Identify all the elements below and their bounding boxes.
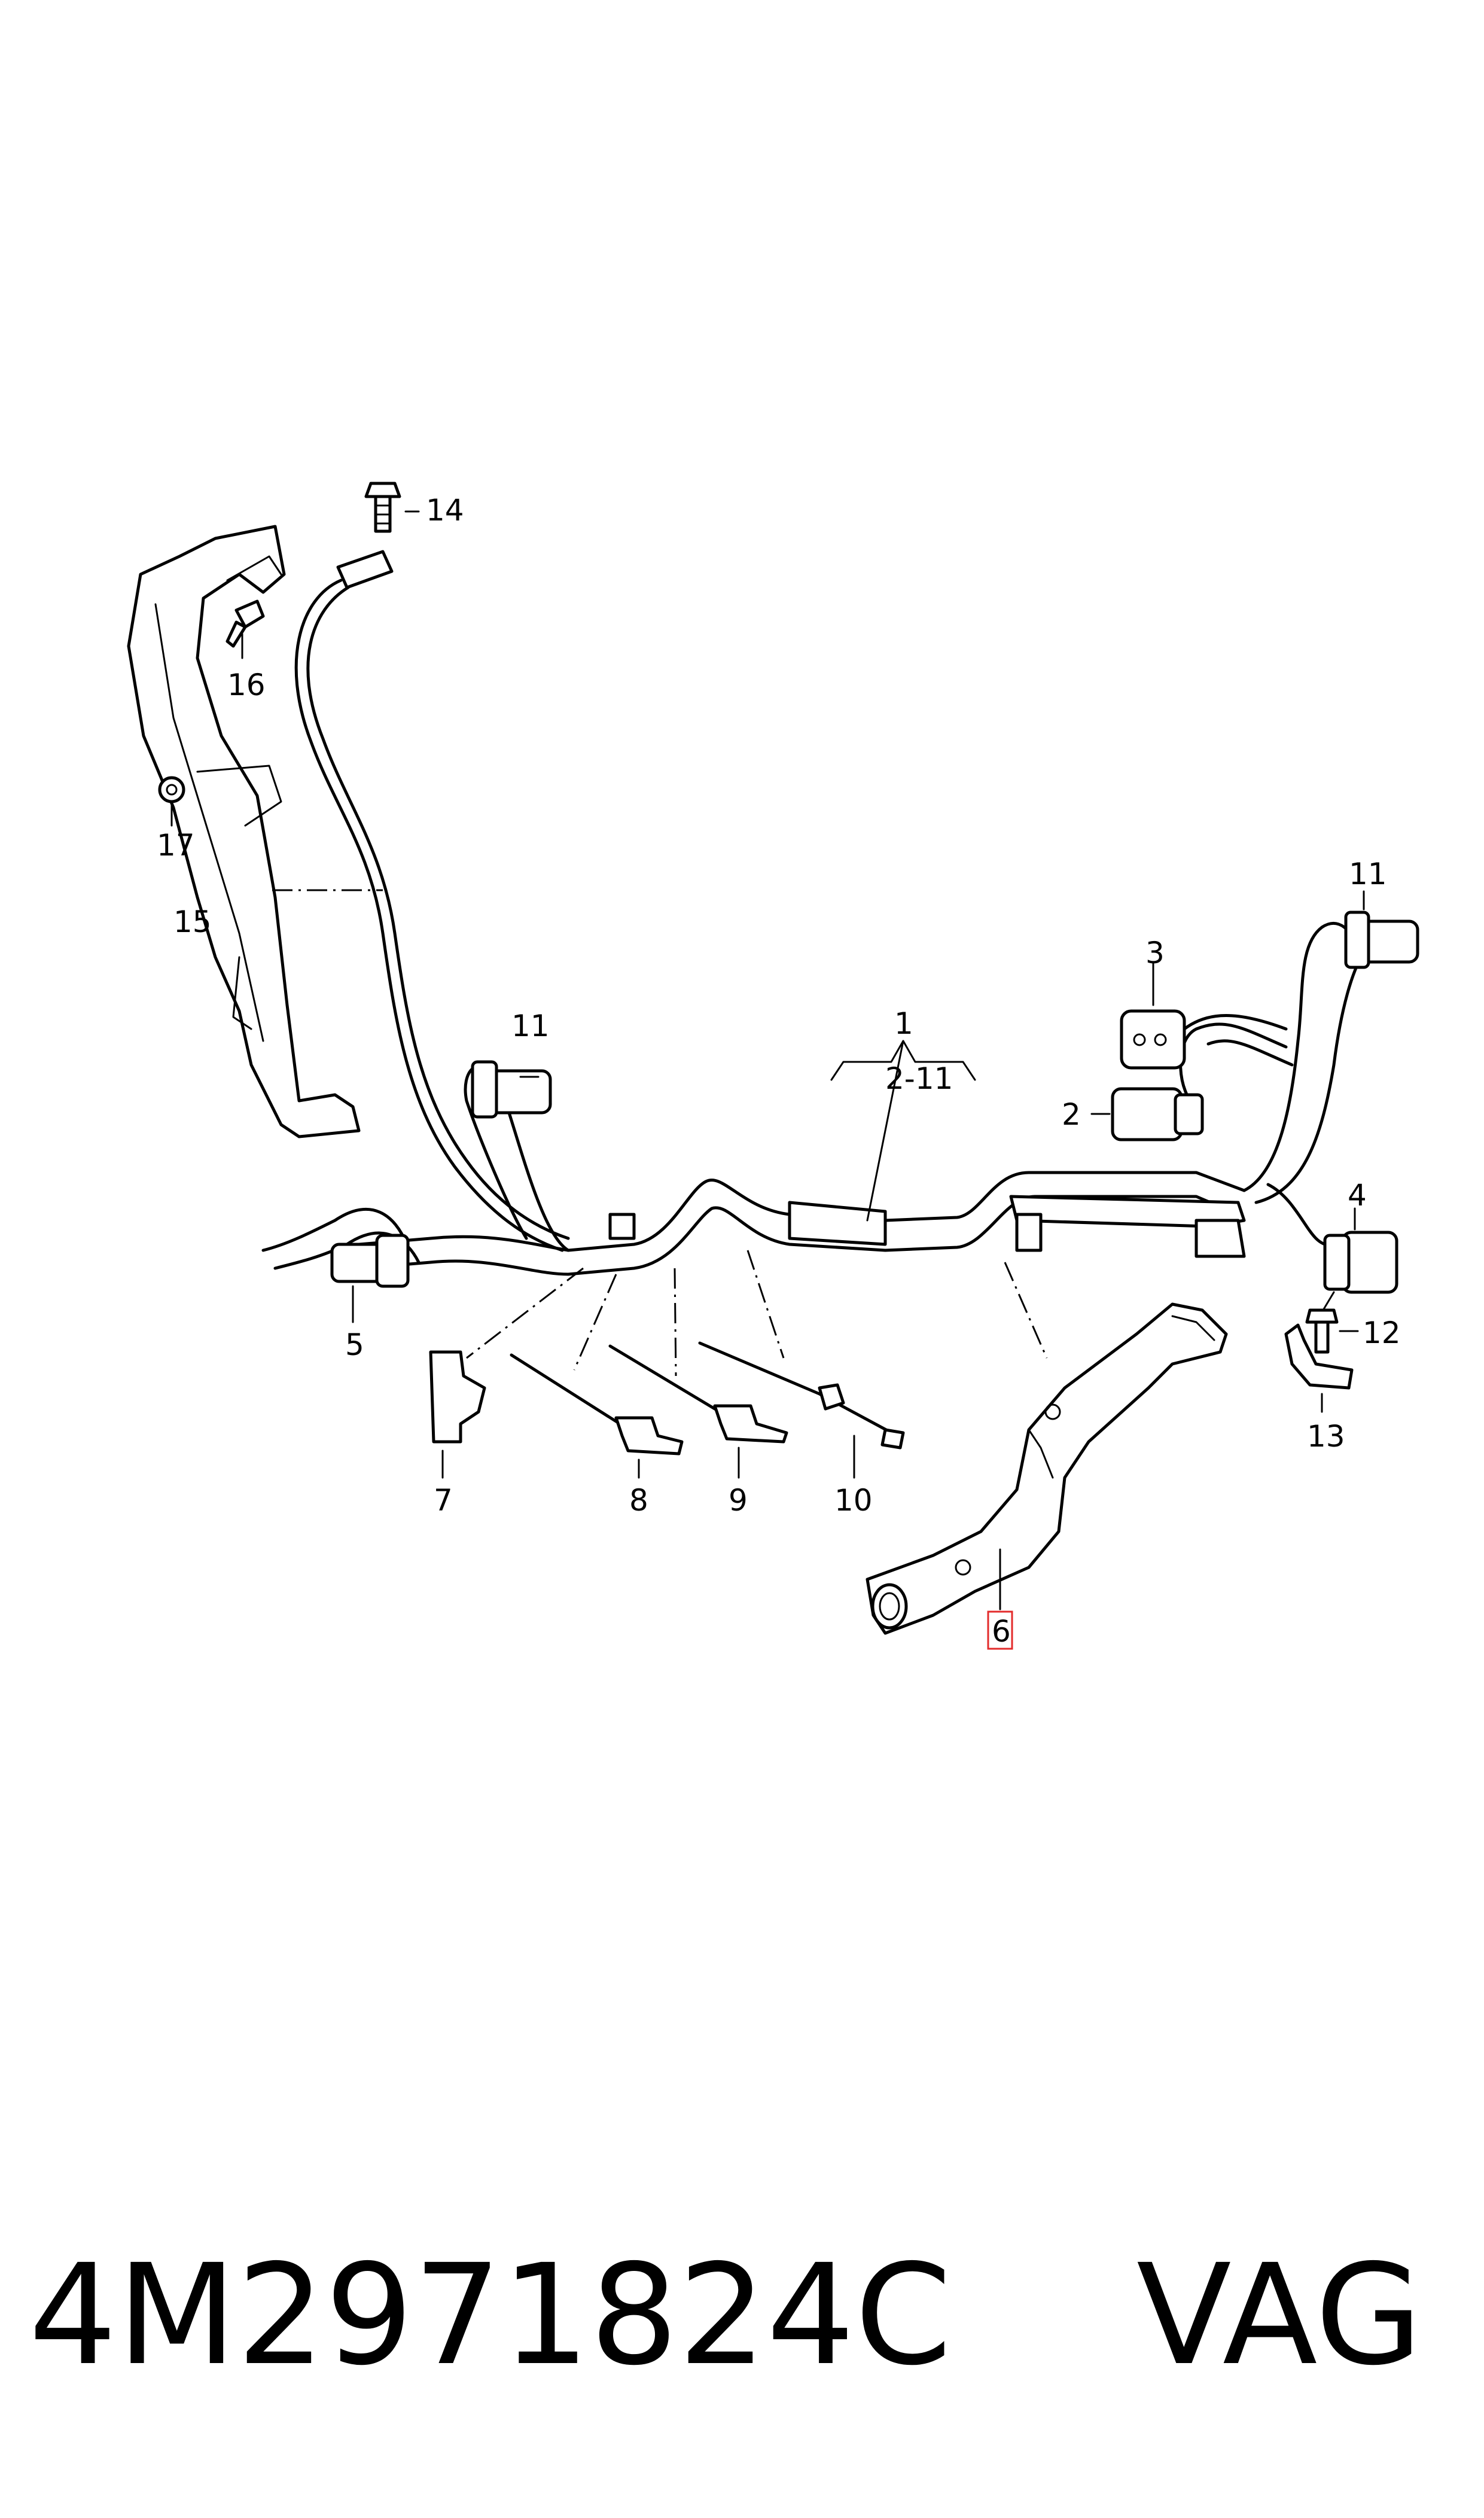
bolt-part-14: [364, 482, 420, 533]
cover-part-6: [866, 1302, 1228, 1635]
main-harness-part-1: [261, 1064, 1246, 1276]
callout-13: 13: [1307, 1419, 1345, 1454]
callout-8: 8: [629, 1483, 648, 1518]
callout-bracket-1: [830, 1040, 976, 1222]
callout-16: 16: [227, 668, 266, 702]
cable-tie-part-10: [698, 1341, 905, 1479]
callout-3: 3: [1145, 936, 1165, 970]
callout-15: 15: [173, 905, 212, 939]
cable-tie-part-8: [510, 1353, 684, 1479]
callout-5: 5: [345, 1327, 364, 1362]
callout-6-highlight: [987, 1610, 1013, 1650]
leader-9: [674, 1268, 677, 1377]
leader-7: [466, 1267, 584, 1359]
clip-part-7: [429, 1350, 486, 1479]
harness-branch-upper: [294, 550, 570, 1252]
connector-part-11-right: [1344, 890, 1419, 969]
leader-10: [746, 1250, 785, 1359]
callout-6: 6: [992, 1614, 1011, 1649]
callout-7: 7: [434, 1483, 453, 1518]
callout-11-right: 11: [1349, 857, 1387, 891]
harness-branch-right: [1179, 922, 1372, 1247]
nut-part-17: [158, 776, 185, 827]
callout-10: 10: [834, 1483, 873, 1518]
brand-name: VAG: [1136, 2234, 1423, 2396]
connector-part-5: [330, 1234, 410, 1323]
bracket-part-15: [127, 525, 361, 1138]
bracket-part-13: [1284, 1323, 1354, 1413]
callout-17: 17: [157, 828, 195, 863]
connector-part-4: [1315, 1207, 1398, 1323]
callout-4: 4: [1348, 1178, 1367, 1213]
cable-tie-part-9: [608, 1344, 788, 1479]
connector-part-3: [1120, 962, 1186, 1070]
leader-8: [573, 1274, 617, 1371]
callout-2: 2: [1062, 1097, 1081, 1132]
connector-part-2: [1090, 1087, 1204, 1141]
part-number: 4M2971824C: [29, 2234, 952, 2396]
callout-12: 12: [1363, 1316, 1401, 1350]
callout-9: 9: [729, 1483, 748, 1518]
callout-1: 1: [894, 1006, 913, 1041]
connector-part-11-left: [471, 1060, 552, 1119]
screw-part-12: [1305, 1308, 1359, 1354]
callout-14: 14: [426, 493, 464, 528]
leader-6: [1004, 1262, 1048, 1359]
screw-part-16: [226, 599, 265, 659]
callout-11-left: 11: [511, 1009, 550, 1043]
callout-2-11: 2-11: [885, 1061, 953, 1096]
